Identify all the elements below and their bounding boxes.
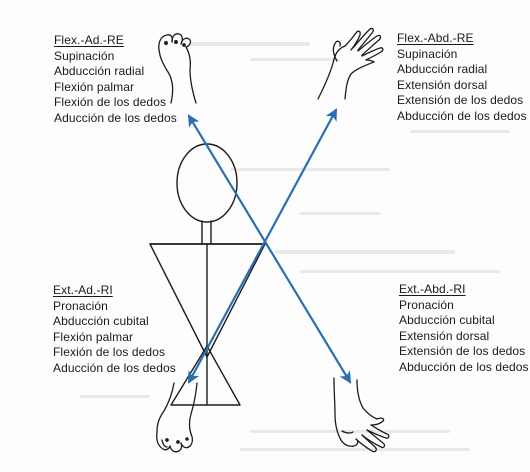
open-hand-down-icon bbox=[334, 378, 389, 452]
label-heading: Flex.-Abd.-RE bbox=[397, 31, 474, 47]
label-item: Supinación bbox=[397, 47, 527, 63]
label-flex-ad-re: Flex.-Ad.-RE Supinación Abducción radial… bbox=[54, 33, 177, 127]
label-item: Supinación bbox=[54, 49, 177, 65]
open-hand-icon bbox=[318, 29, 383, 99]
label-item: Abducción de los dedos bbox=[397, 109, 527, 125]
label-heading: Ext.-Ad.-RI bbox=[53, 283, 113, 299]
label-item: Abducción radial bbox=[54, 64, 177, 80]
label-item: Abducción de los dedos bbox=[399, 360, 529, 376]
label-item: Extensión dorsal bbox=[397, 78, 527, 94]
label-item: Flexión de los dedos bbox=[54, 95, 177, 111]
label-heading: Ext.-Abd.-RI bbox=[399, 282, 466, 298]
label-ext-abd-ri: Ext.-Abd.-RI Pronación Abducción cubital… bbox=[399, 282, 529, 376]
label-item: Pronación bbox=[53, 299, 176, 315]
diagonal-arrows bbox=[189, 110, 350, 382]
label-ext-ad-ri: Ext.-Ad.-RI Pronación Abducción cubital … bbox=[53, 283, 176, 377]
label-item: Extensión de los dedos bbox=[397, 93, 527, 109]
label-item: Flexión palmar bbox=[53, 330, 176, 346]
label-item: Flexión de los dedos bbox=[53, 345, 176, 361]
label-item: Aducción de los dedos bbox=[53, 361, 176, 377]
label-heading: Flex.-Ad.-RE bbox=[54, 33, 124, 49]
label-item: Extensión de los dedos bbox=[399, 344, 529, 360]
figure-head bbox=[177, 144, 237, 222]
label-item: Aducción de los dedos bbox=[54, 111, 177, 127]
label-item: Abducción cubital bbox=[53, 314, 176, 330]
label-item: Pronación bbox=[399, 298, 529, 314]
label-item: Extensión dorsal bbox=[399, 329, 529, 345]
label-item: Flexión palmar bbox=[54, 80, 177, 96]
label-flex-abd-re: Flex.-Abd.-RE Supinación Abducción radia… bbox=[397, 31, 527, 125]
label-item: Abducción radial bbox=[397, 62, 527, 78]
label-item: Abducción cubital bbox=[399, 313, 529, 329]
closed-hand-down-icon bbox=[157, 383, 197, 452]
arrow-flex-ad-to-ext-abd bbox=[189, 116, 350, 382]
